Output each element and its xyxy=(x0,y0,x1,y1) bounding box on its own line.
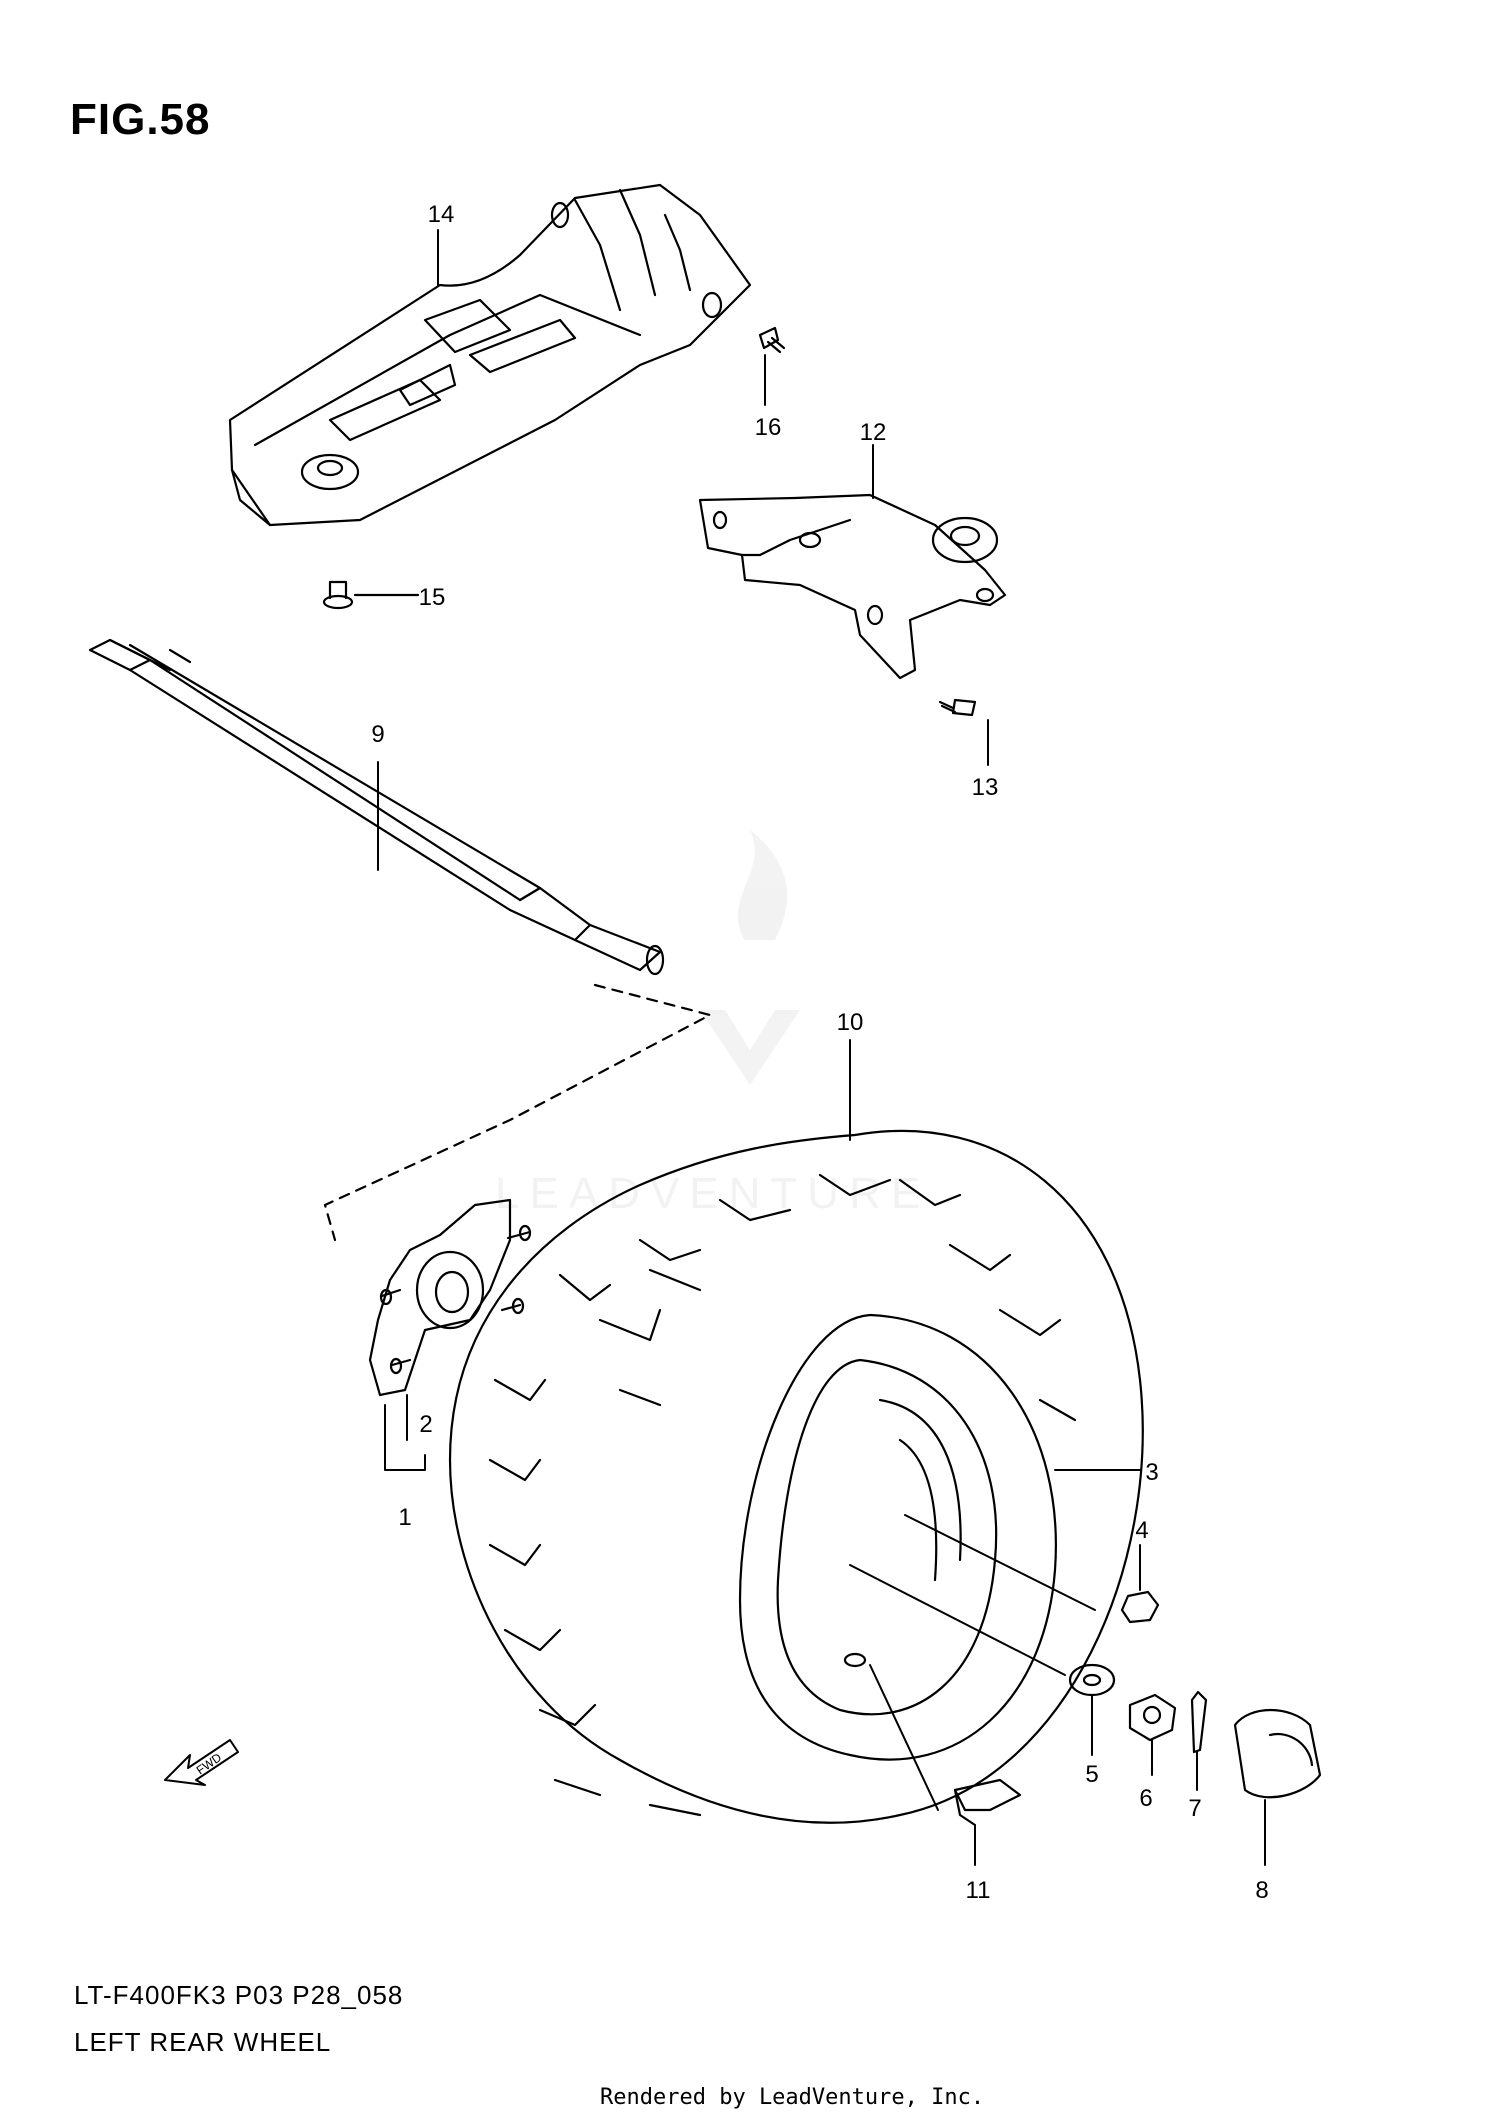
tire-part-10 xyxy=(448,1129,1144,1824)
callout-3: 3 xyxy=(1145,1459,1158,1486)
model-code: LT-F400FK3 P03 P28_058 xyxy=(74,1980,404,2010)
callout-16: 16 xyxy=(755,414,782,441)
bracket-part-12 xyxy=(698,493,1007,680)
rim-part-3 xyxy=(738,1313,1057,1761)
figure-name: LEFT REAR WHEEL xyxy=(74,2027,332,2057)
hub-cap-part-8 xyxy=(1233,1708,1322,1799)
callout-6: 6 xyxy=(1139,1785,1152,1812)
nut-part-4 xyxy=(1120,1590,1160,1624)
callout-10: 10 xyxy=(837,1009,864,1036)
callout-11: 11 xyxy=(966,1877,991,1904)
callout-4: 4 xyxy=(1135,1517,1148,1544)
callout-labels: 1 2 3 4 5 6 7 8 9 10 11 12 13 14 15 16 xyxy=(371,201,1268,1904)
skid-plate-part-14 xyxy=(228,183,752,527)
callout-14: 14 xyxy=(428,201,455,228)
callout-8: 8 xyxy=(1255,1877,1268,1904)
valve-part-11 xyxy=(953,1778,1022,1827)
callout-1: 1 xyxy=(398,1504,411,1531)
render-credit: Rendered by LeadVenture, Inc. xyxy=(600,2085,985,2110)
alignment-line xyxy=(323,983,712,1242)
bolt-part-15 xyxy=(322,580,420,610)
bolt-part-16 xyxy=(758,326,786,354)
callout-7: 7 xyxy=(1188,1795,1201,1822)
cotter-pin-part-7 xyxy=(1190,1690,1208,1754)
watermark-text: LEADVENTURE xyxy=(495,1169,930,1218)
callout-2: 2 xyxy=(419,1411,432,1438)
figure-title: FIG.58 xyxy=(70,95,211,144)
callout-15: 15 xyxy=(419,584,446,611)
callout-5: 5 xyxy=(1085,1761,1098,1788)
axle-shaft-part-9 xyxy=(88,638,665,976)
wheel-hub-part-1 xyxy=(368,1198,532,1397)
fwd-label: FWD xyxy=(194,1750,225,1777)
bolt-part-13 xyxy=(938,698,977,717)
forward-arrow-icon: FWD xyxy=(164,1739,239,1786)
callout-9: 9 xyxy=(371,721,384,748)
castle-nut-part-6 xyxy=(1128,1693,1177,1742)
callout-13: 13 xyxy=(972,774,999,801)
leader-lines xyxy=(377,229,1266,1866)
callout-12: 12 xyxy=(860,419,887,446)
